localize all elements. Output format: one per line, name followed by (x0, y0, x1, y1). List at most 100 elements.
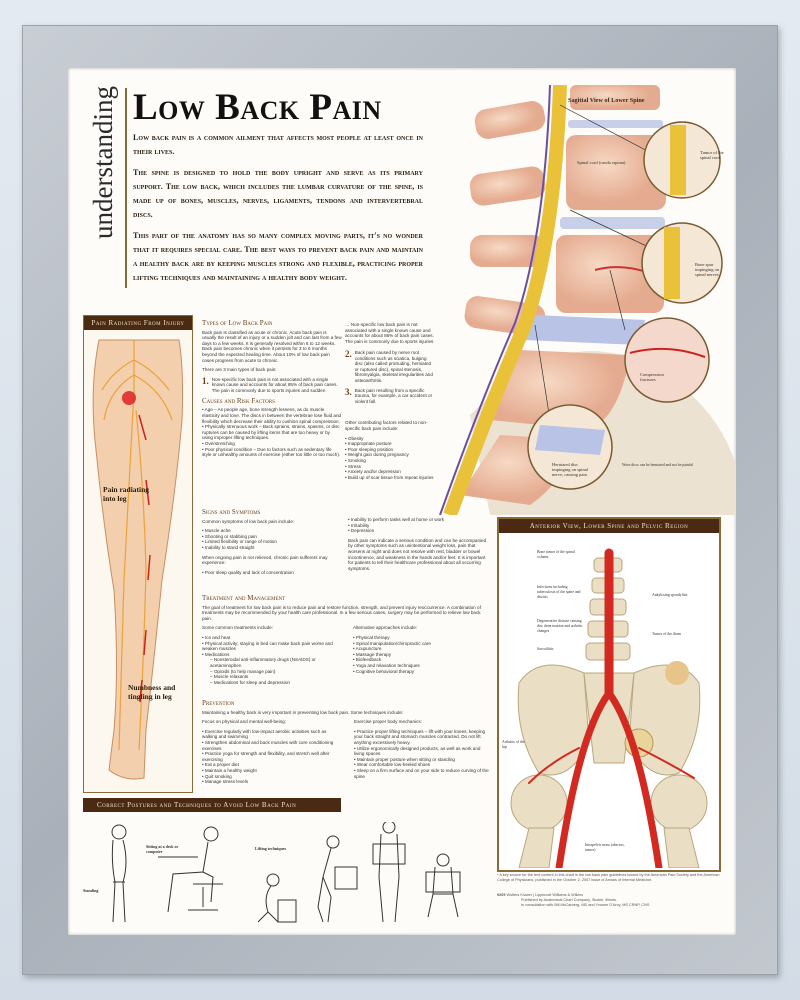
list-item: Poor sleep quality and lack of concentra… (202, 570, 342, 576)
signs-continued: Inability to perform tasks well at home … (348, 517, 488, 575)
anterior-label: Degenerative disease causing disc deteri… (537, 619, 583, 633)
item-number: 2. (345, 349, 352, 359)
paragraph: Back pain can indicate a serious conditi… (348, 537, 487, 571)
list-item: Anxiety and/or depression (345, 469, 435, 475)
paragraph: Focus on physical and mental well-being: (202, 719, 287, 725)
list-item: Poor sleeping position (345, 447, 435, 453)
published-by: Published by Anatomical Chart Company, S… (521, 898, 617, 902)
signs-section: Signs and Symptoms Common symptoms of lo… (202, 504, 342, 579)
list-item: Muscle ache (202, 528, 342, 534)
footnote: * A key source for the text content in t… (497, 873, 720, 882)
list-item: Inability to stand straight (202, 545, 342, 551)
intro-paragraph: This part of the anatomy has so many com… (133, 231, 423, 282)
section-heading: Causes and Risk Factors (202, 396, 275, 405)
list-item: Inability to perform tasks well at home … (348, 517, 488, 523)
anterior-label: Infections including tuberculosis of the… (537, 585, 581, 599)
list-item: Strengthen abdominal and back muscles wi… (202, 740, 342, 751)
list-item: Yoga and relaxation techniques (353, 663, 487, 669)
list-item: Irritability (348, 523, 488, 529)
list-item: Limited flexibility or range of motion (202, 539, 342, 545)
list-item: Ice and heat (202, 635, 341, 641)
sagittal-title: Sagittal View of Lower Spine (568, 97, 645, 104)
spine-label: Herniated disc impinging on spinal nerve… (552, 462, 588, 477)
posture-label: Sitting at a desk or computer (146, 844, 179, 854)
anterior-view-panel: Anterior View, Lower Spine and Pelvic Re… (497, 517, 721, 872)
treatment-section: Treatment and Management The goal of tre… (202, 590, 487, 689)
posture-label: Lifting techniques (255, 846, 287, 851)
list-item: Manage stress levels (202, 779, 342, 785)
list-item: Utilize ergonomically designed products,… (354, 746, 492, 757)
section-heading: Signs and Symptoms (202, 508, 261, 516)
paragraph: Common symptoms of low back pain include… (202, 518, 295, 524)
prevention-section: Prevention Maintaining a healthy back is… (202, 695, 492, 789)
leg-label-numbness: Numbness and tingling in leg (128, 683, 176, 701)
list-item: Practice yoga for strength and flexibili… (202, 751, 342, 762)
paragraph: The goal of treatment for low back pain … (202, 604, 481, 621)
list-item: Inappropriate posture (345, 441, 435, 447)
list-item: Eat a proper diet (202, 762, 342, 768)
kicker: understanding (88, 86, 118, 239)
list-item: Spinal manipulation/chiropractic care (353, 641, 487, 647)
list-item: Physical therapy (353, 635, 487, 641)
item-number: 1. (202, 375, 209, 386)
paragraph: Exercise proper body mechanics: (354, 719, 422, 725)
posture-figures (111, 822, 461, 923)
paragraph: Back pain is classified as acute or chro… (202, 329, 342, 363)
list-item: Sleep on a firm surface and on your side… (354, 768, 492, 779)
paragraph: Other contributing factors related to no… (345, 420, 428, 431)
paragraph: Alternative approaches include: (352, 625, 418, 631)
anterior-label: Arthritis of the hip (502, 740, 525, 749)
list-item: Maintain proper posture when sitting or … (354, 757, 492, 763)
sagittal-spine-illustration (439, 85, 736, 515)
poster-title: Low Back Pain (133, 87, 382, 128)
spine-label: Compression fractures (640, 372, 664, 382)
list-item: Massage therapy (353, 652, 487, 658)
list-item: Smoking (345, 458, 435, 464)
consultants: In consultation with Bill McCarberg, MD … (521, 903, 650, 907)
spine-label: Bone spur impinging on spinal nerves (695, 262, 720, 277)
list-item: Depression (348, 528, 488, 534)
list-item: Medications (202, 652, 341, 658)
list-item: Cognitive behavioral therapy (353, 669, 487, 675)
list-item: Biofeedback (353, 657, 487, 663)
list-item: Acupuncture (353, 646, 487, 652)
title-rule (125, 88, 127, 288)
list-item: Muscle relaxants (202, 674, 341, 680)
item-number: 3. (345, 386, 352, 397)
anterior-label: Sacroiliitis (537, 647, 554, 651)
list-item: Stress (345, 464, 435, 470)
section-heading: Treatment and Management (202, 594, 286, 602)
list-item: Obesity (345, 436, 435, 442)
list-item: Build up of scar tissue from repeat inju… (345, 475, 435, 481)
list-item: Maintain a healthy weight (202, 768, 342, 774)
list-item: Wear comfortable low-heeled shoes (354, 762, 492, 768)
list-item: Exercise regularly with low-impact aerob… (202, 729, 342, 740)
paragraph: Maintaining a healthy back is very impor… (202, 709, 404, 715)
section-heading: Types of Low Back Pain (202, 319, 273, 327)
list-item: Shooting or stabbing pain (202, 534, 342, 540)
posture-label: Standing (83, 888, 99, 893)
chart-code: 9209 (497, 893, 506, 897)
pelvis-illustration (510, 548, 708, 872)
spine-label: Spinal cord (cauda equina) (577, 160, 626, 165)
anterior-label: Bone tumor of the spinal column (537, 550, 575, 559)
leg-label-pain: Pain radiating into leg (103, 485, 150, 503)
panel-header: Correct Postures and Techniques to Avoid… (83, 798, 341, 812)
list-item: Medications for sleep and depression (202, 680, 341, 686)
list-item: Nonsteroidal anti-inflammatory drugs (NS… (202, 657, 341, 668)
intro-text: Low back pain is a common ailment that a… (133, 131, 423, 292)
postures-section: Correct Postures and Techniques to Avoid… (83, 798, 341, 812)
leg-nerve-illustration (92, 339, 184, 780)
paragraph: Back pain caused by nerve root condition… (354, 350, 433, 383)
intro-paragraph: Low back pain is a common ailment that a… (133, 133, 423, 156)
paragraph: When ongoing pain is not relieved, chron… (202, 554, 328, 566)
anterior-label: Intrapelvic mass (abscess, tumor) (585, 843, 625, 852)
publisher-block: 9209 Wolters Kluwer | Lippincott William… (497, 893, 727, 908)
brand-logo: Wolters Kluwer | Lippincott Williams & W… (506, 893, 584, 897)
anterior-label: Ankylosing spondylitis (652, 593, 688, 597)
spine-label: Tumor of the spinal cord (700, 150, 724, 160)
paragraph: Back pain resulting from a specific trau… (354, 387, 433, 404)
list-item: Poor physical condition – Due to factors… (202, 447, 342, 458)
list-item: Opioids (to help manage pain) (202, 669, 341, 675)
types-continued: … Non-specific low back pain is not asso… (345, 322, 435, 484)
